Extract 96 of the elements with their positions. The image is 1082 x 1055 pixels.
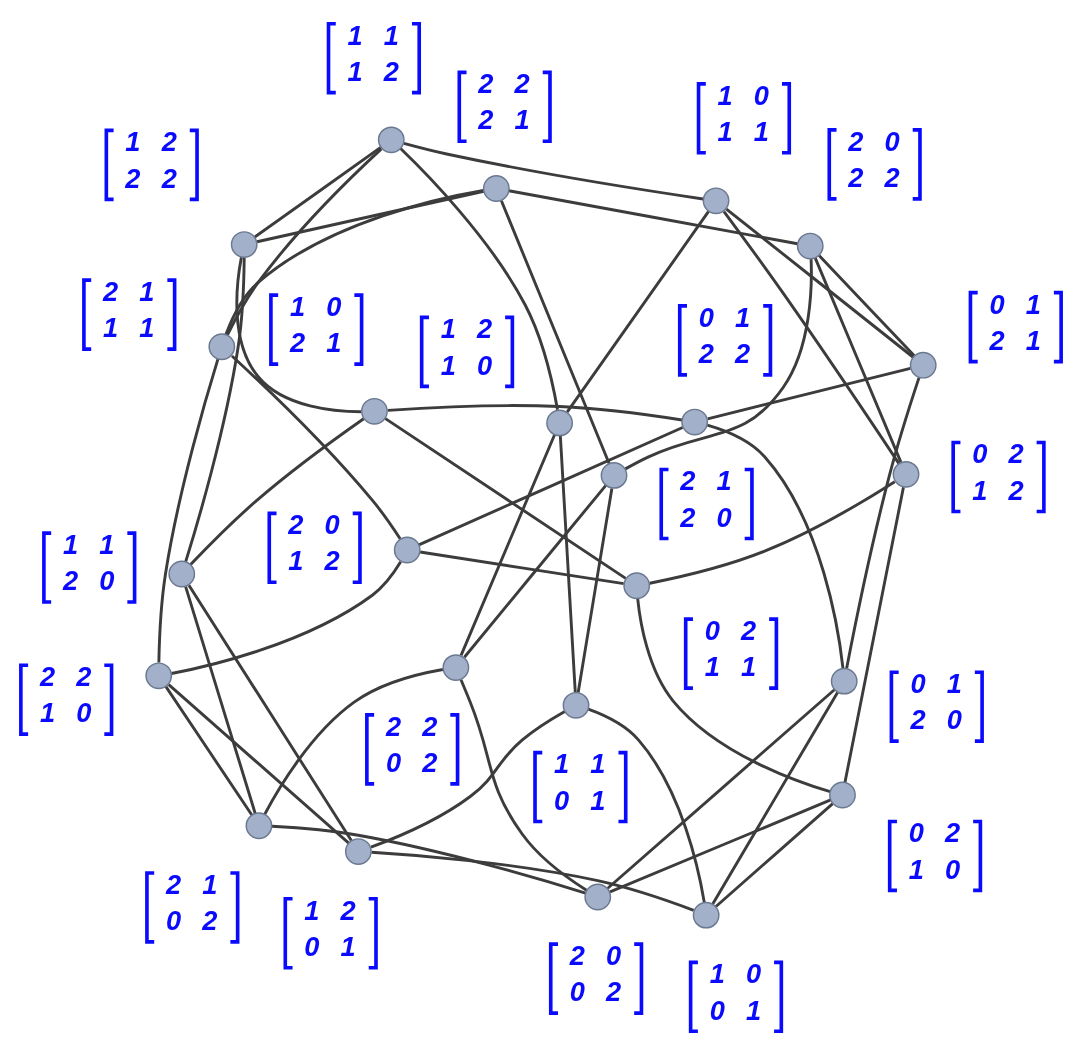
connector [271,824,586,895]
node-circle [562,691,590,719]
node-circle [584,883,612,911]
node-circle [829,781,856,809]
node-label: 1 1 2 0 [62,528,115,597]
connector [845,377,921,669]
connector [171,561,402,675]
node-label: 2 0 0 2 [569,940,622,1008]
connector [370,710,566,849]
connector [224,189,484,335]
connector [230,354,402,540]
node-label: 1 1 1 2 [347,19,399,87]
node-label: 2 1 1 1 [102,276,155,344]
node-label: 1 0 2 1 [289,291,342,359]
connector [371,850,695,912]
node-label: 1 2 1 0 [440,313,493,381]
node-circle [361,397,388,425]
connector [164,685,254,816]
connector [722,210,901,465]
node-circle [145,662,173,690]
node-circle [909,351,937,379]
connector [649,480,896,585]
node-circle [702,187,730,215]
node-label: 1 2 0 1 [304,894,356,962]
connector [508,189,798,246]
connector [707,366,911,421]
node-circle [245,812,273,840]
connector [843,487,905,783]
node-label: 2 1 0 2 [165,868,218,937]
node-label: 0 1 2 0 [910,668,962,736]
connector [818,254,916,357]
node-label: 2 2 2 1 [478,68,530,136]
node-label: 1 0 1 1 [717,79,770,147]
connector [725,207,915,359]
node-circle [692,901,720,929]
connector [463,484,607,659]
node-label: 2 2 0 2 [385,710,438,779]
node-label: 2 2 1 0 [39,661,92,729]
connector [399,147,559,411]
connector [253,146,382,239]
connector [419,550,624,586]
connector [500,200,611,464]
connector [813,257,903,463]
node-label: 0 2 1 1 [704,615,757,683]
connector [226,147,383,336]
node-label: 1 2 2 2 [125,126,177,194]
node-circle [377,126,405,154]
connector [403,142,704,201]
node-label: 2 0 1 2 [288,509,340,577]
node-circle [796,232,824,260]
connector [706,423,845,669]
node-circle [681,408,709,436]
node-label: 1 1 0 1 [554,748,606,816]
node-label: 2 0 2 2 [848,125,900,194]
node-label: 0 2 1 2 [972,438,1024,506]
connector [711,691,839,905]
node-label: 1 0 0 1 [709,958,762,1026]
connector [636,598,831,794]
connector [459,434,556,656]
connector [384,417,627,580]
connector [715,802,834,908]
connector [387,404,683,422]
connector [184,586,257,814]
connector [157,358,220,663]
node-circle [482,175,510,202]
connector [624,259,813,471]
connector [235,256,362,414]
connector [606,688,836,890]
node-circle [442,654,470,682]
node-label: 0 1 2 1 [989,288,1041,356]
connector [256,189,485,244]
connector [184,257,246,563]
node-circle [168,560,196,588]
node-circle [546,409,573,437]
connector [609,798,832,894]
connector [187,584,353,842]
connector [418,426,684,547]
connector [587,707,706,903]
node-circle [623,572,651,600]
node-circle [393,536,421,564]
node-circle [208,333,236,361]
node-circle [344,838,372,865]
node-circle [600,461,628,489]
connector [576,488,614,693]
node-circle [830,667,858,695]
node-label: 2 1 2 0 [680,465,732,533]
connector [459,679,588,892]
connector [167,683,350,845]
node-circle [230,231,258,258]
connector [189,417,365,566]
node-circle [892,460,920,488]
connector [558,435,577,693]
connector [565,210,710,413]
node-label: 0 1 2 2 [698,301,751,370]
node-label: 0 2 1 0 [908,817,961,885]
connector [263,668,444,816]
